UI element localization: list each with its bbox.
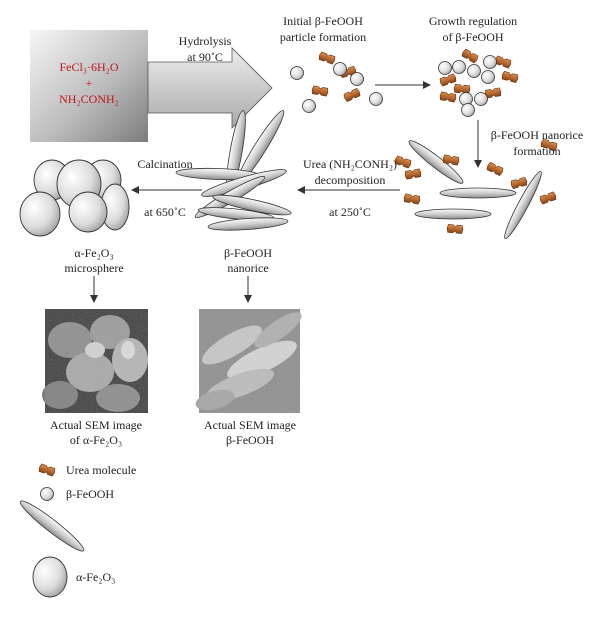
microsphere-cluster [19,159,130,237]
legend-nanorice-icon [19,500,85,552]
initial-formation-label-1: Initial β-FeOOH [283,14,363,28]
sem-left-caption-1: Actual SEM image [50,418,142,432]
hydrolysis-temp-label: at 90˚C [187,50,223,64]
nanorice-bundle [175,110,292,231]
legend-urea-icon [37,463,57,477]
growth-label-2: of β-FeOOH [442,30,504,44]
legend-feooh-label: β-FeOOH [66,487,115,501]
legend-fe2o3-label: α-Fe₂O₃ [76,570,116,584]
legend-urea-label: Urea molecule [66,463,137,477]
sem-right-caption-2: β-FeOOH [225,433,275,447]
nanorice-formation-label-1: β-FeOOH nanorice [490,128,584,142]
legend-fe2o3-sphere-icon [32,556,68,598]
calcination-temp-label: at 650˚C [144,205,186,219]
nanorice-label-1: β-FeOOH [223,246,273,260]
hydrolysis-label: Hydrolysis [178,34,232,48]
initial-formation-label-2: particle formation [279,30,367,44]
urea-decomposition-label-1: Urea (NH₂CONH₂) [302,157,397,171]
microsphere-label-2: microsphere [64,261,124,275]
hydrolysis-arrow [147,47,273,129]
urea-decomposition-temp-label: at 250˚C [329,205,371,219]
reactant-line-1: FeCl₃·6H₂O [59,60,119,74]
growth-label-1: Growth regulation [428,14,518,28]
nanorice-label-2: nanorice [227,261,269,275]
growth-cluster [438,48,520,117]
legend-feooh-sphere-icon [40,487,54,501]
sem-image-feooh [195,309,302,413]
nanorice-formation-cluster [393,138,559,240]
nanorice-formation-label-2: formation [513,144,561,158]
reactant-plus: + [85,76,93,90]
sem-right-caption-1: Actual SEM image [204,418,296,432]
reactant-box [30,30,148,142]
calcination-label: Calcination [137,157,193,171]
sem-image-fe2o3 [42,309,148,413]
reactant-line-3: NH₂CONH₂ [59,92,119,106]
sem-left-caption-2: of α-Fe₂O₃ [69,433,123,447]
urea-decomposition-label-2: decomposition [314,173,386,187]
microsphere-label-1: α-Fe₂O₃ [74,246,114,260]
initial-particle-cluster [290,51,383,113]
